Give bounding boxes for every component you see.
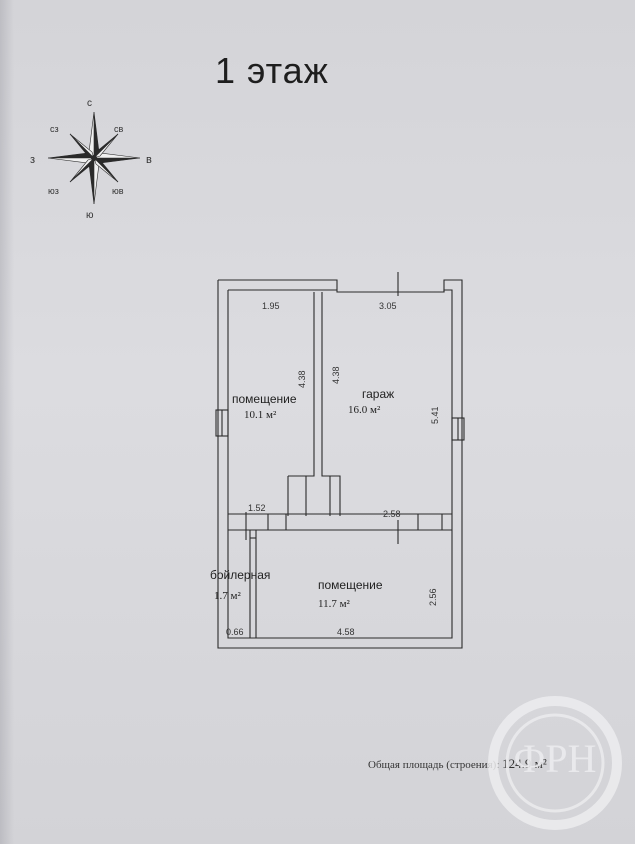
dimension-label: 1.95 bbox=[262, 301, 280, 311]
compass-w: з bbox=[30, 154, 35, 166]
compass-se: юв bbox=[112, 186, 124, 196]
garage-area: 16.0 м² bbox=[348, 404, 381, 416]
room-1-name: помещение bbox=[232, 392, 297, 406]
room-2-area: 11.7 м² bbox=[318, 598, 351, 610]
boiler-room-area: 1.7 м² bbox=[214, 590, 241, 602]
compass-e: в bbox=[146, 154, 152, 166]
compass-s: ю bbox=[86, 210, 94, 221]
compass-ne: св bbox=[114, 124, 124, 134]
dimension-label: 2.58 bbox=[383, 509, 401, 519]
total-area-value: 124.9 м² bbox=[502, 756, 547, 771]
dimension-label: 4.38 bbox=[331, 366, 341, 384]
compass-n: с bbox=[87, 98, 92, 109]
total-area-label: Общая площадь (строения): bbox=[368, 759, 500, 771]
dimension-label: 4.58 bbox=[337, 627, 355, 637]
dimension-label: 4.38 bbox=[297, 370, 307, 388]
compass-sw: юз bbox=[48, 186, 59, 196]
page-title: 1 этаж bbox=[215, 50, 329, 91]
dimension-label: 3.05 bbox=[379, 301, 397, 311]
dimension-label: 1.52 bbox=[248, 503, 266, 513]
page-shadow bbox=[0, 0, 14, 844]
room-2-name: помещение bbox=[318, 578, 383, 592]
garage-name: гараж bbox=[362, 387, 394, 401]
total-area: Общая площадь (строения): 124.9 м² bbox=[368, 756, 547, 772]
compass-nw: сз bbox=[50, 124, 59, 134]
compass-rose-icon: с св в юв ю юз з сз bbox=[30, 98, 152, 221]
dimension-label: 0.66 bbox=[226, 627, 244, 637]
boiler-room-name: бойлерная bbox=[210, 568, 270, 582]
stamp-letters: ФРН bbox=[514, 736, 597, 781]
room-1-area: 10.1 м² bbox=[244, 409, 277, 421]
dimension-label: 2.56 bbox=[428, 588, 438, 606]
dimension-label: 5.41 bbox=[430, 406, 440, 424]
watermark-stamp: ФРН bbox=[488, 696, 622, 830]
